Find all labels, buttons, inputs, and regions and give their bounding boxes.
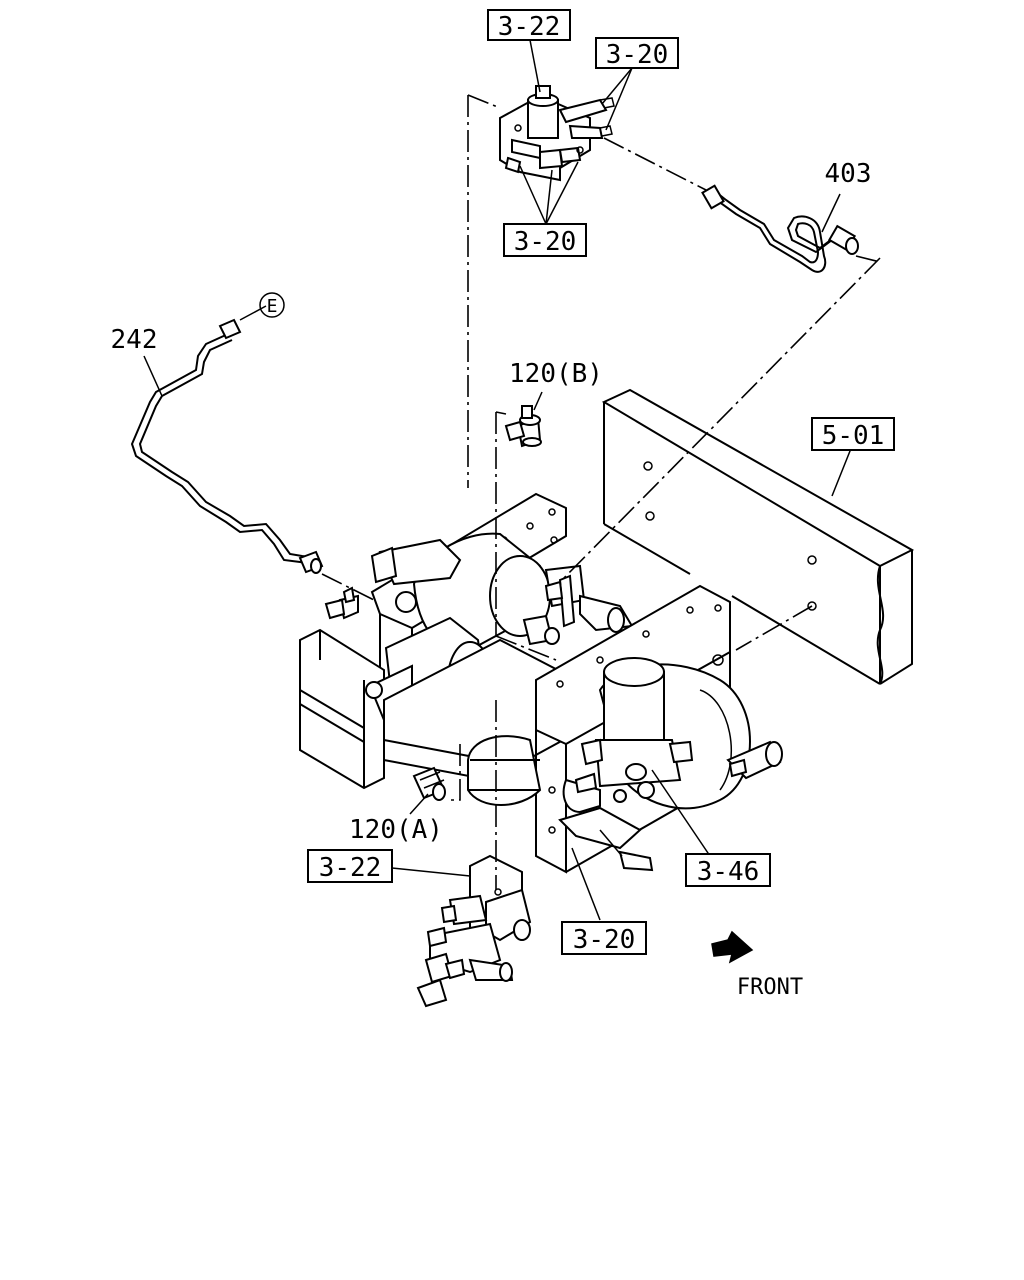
callout-3-20-top-label: 3-20 [606, 40, 669, 70]
part-242-label: 242 [111, 325, 158, 355]
fitting-120a [412, 766, 446, 801]
callout-3-20-bottom-label: 3-20 [573, 925, 636, 955]
main-module-assembly [299, 492, 783, 874]
fitting-120b [504, 405, 542, 448]
callout-3-20-mid-label: 3-20 [514, 227, 577, 257]
callout-5-01-label: 5-01 [822, 421, 885, 451]
front-label: FRONT [737, 975, 803, 1000]
part-403-label: 403 [825, 159, 872, 189]
callout-3-22-top: 3-22 [487, 9, 571, 42]
pipe-403 [701, 184, 859, 273]
part-120b-label: 120(B) [509, 359, 603, 389]
callout-3-22-top-label: 3-22 [498, 12, 561, 42]
callout-3-20-top: 3-20 [595, 37, 679, 70]
frame-rail [601, 388, 915, 685]
front-direction-arrow-icon [711, 930, 754, 964]
top-valve-assembly [499, 85, 615, 182]
circle-e-label: E [267, 296, 278, 317]
pipe-242 [130, 318, 324, 574]
callout-3-22-bottom: 3-22 [307, 849, 393, 883]
bottom-valve-assembly [416, 854, 532, 1008]
callout-5-01: 5-01 [811, 417, 895, 451]
callout-3-20-bottom: 3-20 [561, 921, 647, 955]
circle-e-marker: E [259, 292, 285, 318]
part-120a-label: 120(A) [349, 815, 443, 845]
callout-3-46-label: 3-46 [697, 857, 760, 887]
callout-3-46: 3-46 [685, 853, 771, 887]
callout-3-22-bottom-label: 3-22 [319, 853, 382, 883]
leader-lines [143, 39, 853, 921]
callout-3-20-mid: 3-20 [503, 223, 587, 257]
reference-lines [321, 94, 881, 890]
